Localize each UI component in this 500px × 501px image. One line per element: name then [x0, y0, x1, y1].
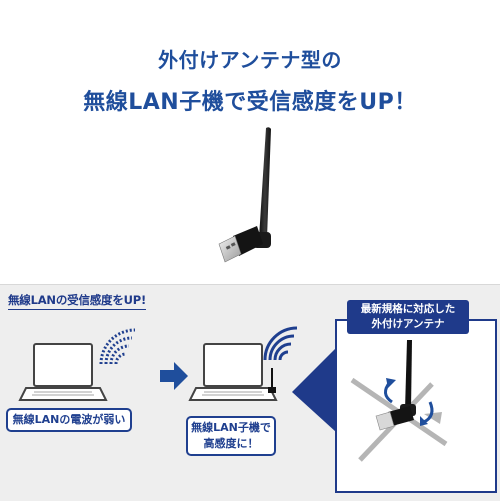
antenna-label-line-2: 外付けアンテナ — [371, 318, 445, 330]
usb-adapter-icon — [218, 127, 271, 263]
headline-line-2: 無線LAN子機で受信感度をUP！ — [83, 90, 417, 115]
antenna-label-line-1: 最新規格に対応した — [360, 303, 456, 315]
diagram-graphics — [18, 319, 497, 493]
sensitivity-label: 無線LAN子機で 高感度に！ — [186, 416, 276, 456]
laptop-icon — [18, 343, 108, 401]
arrow-right-icon — [160, 362, 188, 390]
headline-line-1: 外付けアンテナ型の — [158, 48, 342, 72]
laptop-icon — [188, 343, 278, 401]
sensitivity-label-line-2: 高感度に！ — [203, 437, 259, 450]
antenna-callout-label: 最新規格に対応した 外付けアンテナ — [347, 300, 469, 334]
wifi-waves-icon — [99, 328, 136, 365]
panel-title: 無線LANの受信感度をUP! — [8, 292, 146, 310]
zoom-panel — [335, 319, 497, 493]
sensitivity-label-line-1: 無線LAN子機で — [191, 421, 271, 434]
callout-pointer — [292, 348, 336, 432]
wifi-waves-icon — [263, 326, 298, 361]
weak-signal-label: 無線LANの電波が弱い — [6, 408, 132, 432]
usb-adapter-icon — [375, 340, 416, 431]
